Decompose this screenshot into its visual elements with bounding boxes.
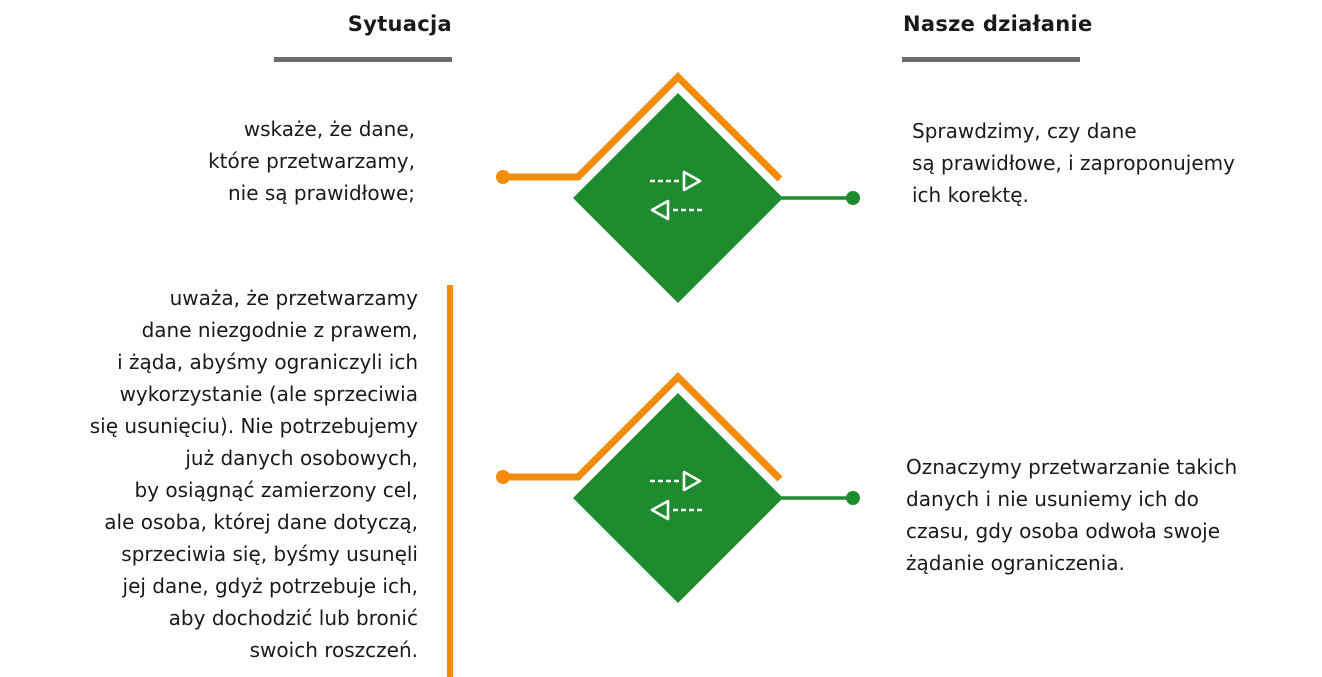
orange-connector-dot-1 <box>496 170 510 184</box>
situation-text-2: uważa, że przetwarzamy dane niezgodnie z… <box>89 286 418 662</box>
green-connector-dot-2 <box>846 491 860 505</box>
orange-connector-1 <box>503 72 783 182</box>
action-header-rule <box>902 57 1080 62</box>
situation-header: Sytuacja <box>347 12 452 36</box>
swap-arrows-icon <box>650 470 704 521</box>
action-text-1: Sprawdzimy, czy dane są prawidłowe, i za… <box>912 119 1235 207</box>
situation-header-rule <box>274 57 452 62</box>
situation-text-1: wskaże, że dane, które przetwarzamy, nie… <box>208 117 415 205</box>
situation-divider <box>447 285 453 677</box>
orange-connector-2 <box>503 372 783 482</box>
swap-arrows-icon <box>650 170 704 221</box>
flow-node-1 <box>496 72 860 303</box>
green-diamond-1 <box>573 93 783 303</box>
action-text-2: Oznaczymy przetwarzanie takich danych i … <box>906 455 1238 575</box>
orange-connector-dot-2 <box>496 470 510 484</box>
flow-node-2 <box>496 372 860 603</box>
green-connector-dot-1 <box>846 191 860 205</box>
action-header: Nasze działanie <box>903 12 1093 36</box>
green-diamond-2 <box>573 393 783 603</box>
